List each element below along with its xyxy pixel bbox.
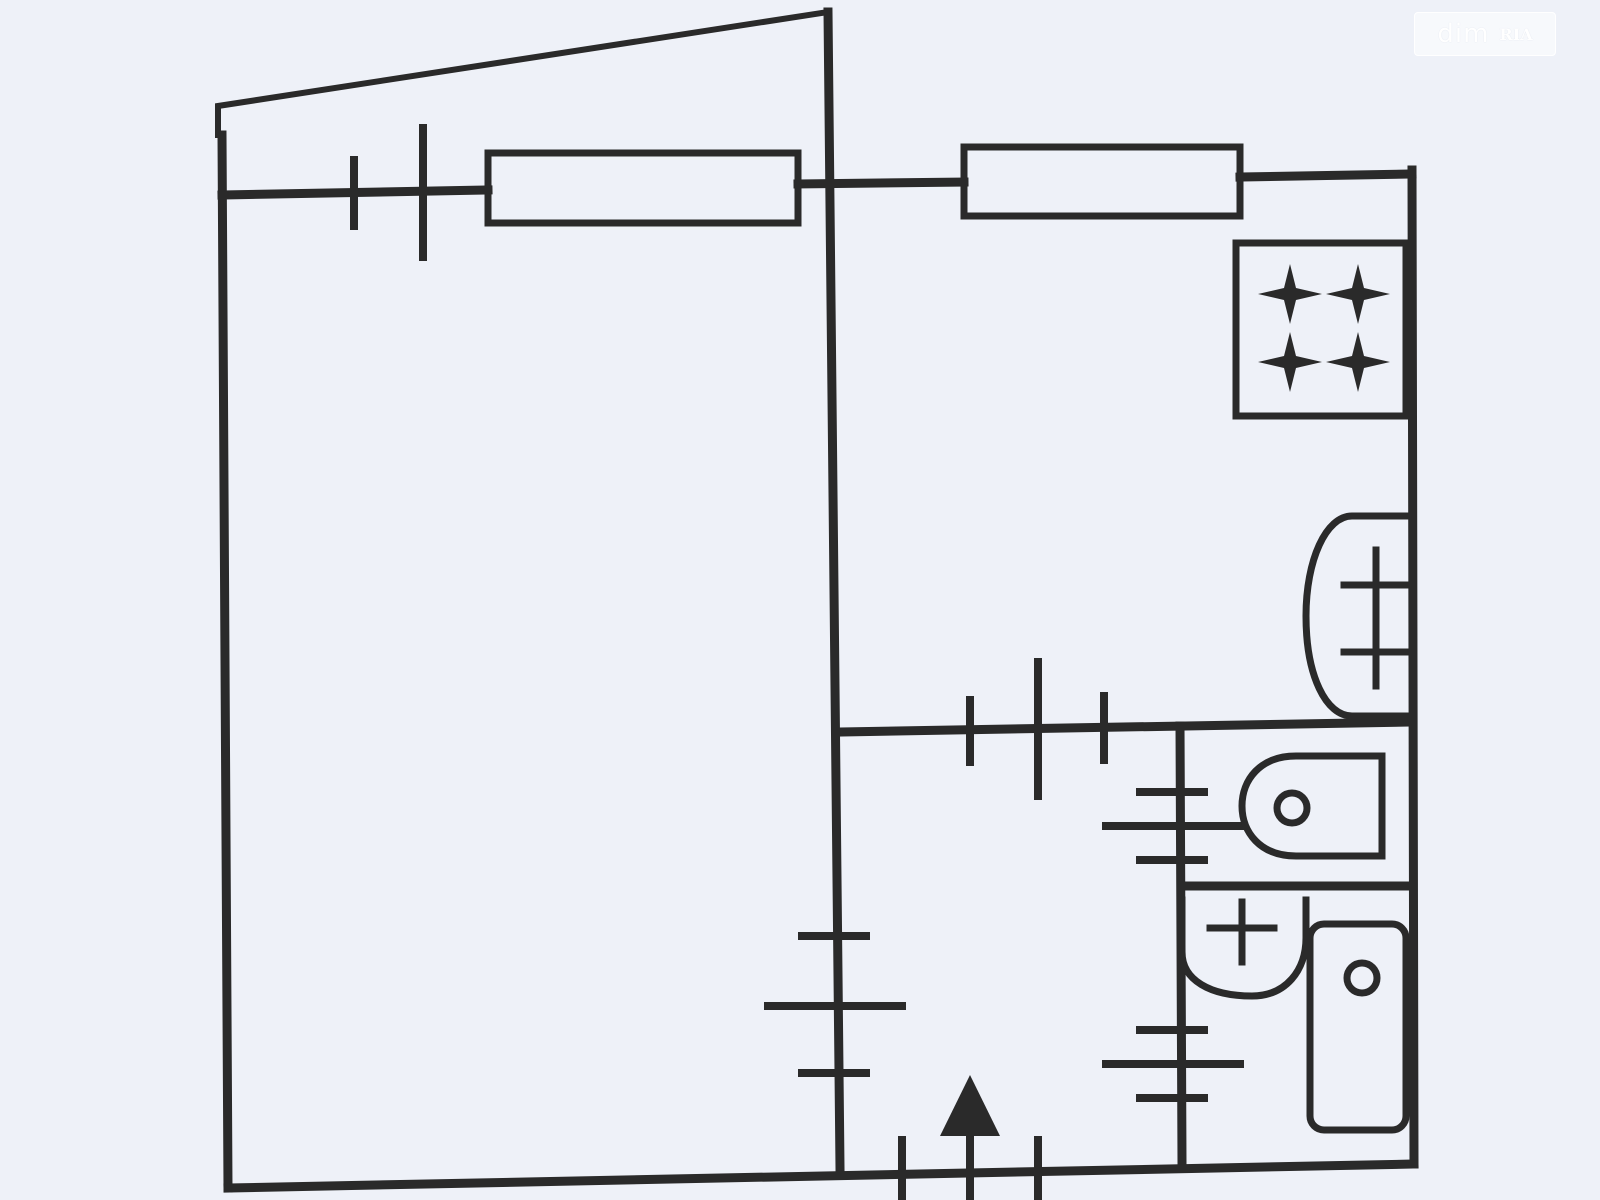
burner-icon bbox=[1326, 332, 1390, 392]
watermark: dim RIA bbox=[1414, 12, 1556, 56]
sink-icon bbox=[1302, 512, 1412, 720]
watermark-brand-text: dim bbox=[1437, 19, 1490, 49]
kitchen-hall-wall bbox=[835, 717, 1417, 737]
top-slanted-wall bbox=[215, 8, 832, 138]
room-window bbox=[484, 149, 802, 227]
burner-icon bbox=[1326, 264, 1390, 324]
kitchen-door bbox=[966, 658, 1108, 800]
radiator-marks bbox=[350, 124, 427, 261]
burner-icon bbox=[1258, 264, 1322, 324]
bottom-wall bbox=[223, 1159, 1419, 1193]
toilet-door bbox=[1102, 788, 1244, 864]
toilet-icon bbox=[1238, 752, 1386, 860]
bathroom-door bbox=[1102, 1026, 1244, 1102]
central-partition-wall bbox=[823, 7, 845, 1173]
arrow-up-icon bbox=[940, 1075, 1000, 1136]
top-wall-right-segment bbox=[1235, 169, 1417, 182]
watermark-logo: RIA bbox=[1499, 24, 1533, 44]
washbasin-icon bbox=[1178, 896, 1310, 1000]
burner-icon bbox=[1258, 332, 1322, 392]
stove-icon bbox=[1232, 239, 1410, 420]
outer-walls bbox=[215, 8, 1419, 1193]
top-wall-middle-segment bbox=[793, 177, 969, 189]
stove-burners bbox=[1258, 264, 1390, 392]
kitchen-window bbox=[960, 143, 1244, 220]
windows bbox=[484, 143, 1244, 227]
bathtub-icon bbox=[1306, 920, 1410, 1134]
interior-walls bbox=[823, 7, 1417, 1173]
room-door bbox=[764, 932, 906, 1077]
left-wall bbox=[217, 130, 233, 1193]
right-wall bbox=[1407, 165, 1419, 1169]
